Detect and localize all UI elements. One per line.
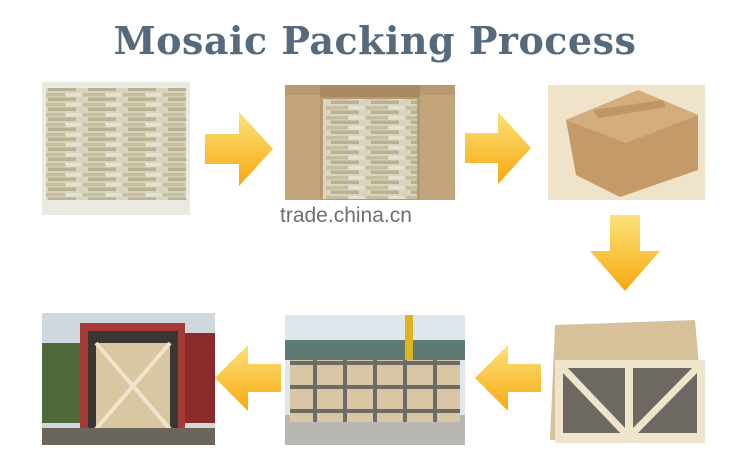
page-title: Mosaic Packing Process xyxy=(113,18,637,63)
arrow-left-icon xyxy=(475,345,541,411)
arrow-right-icon xyxy=(205,112,273,186)
photo-wooden-crate xyxy=(545,315,710,448)
photo-mosaic-in-carton xyxy=(285,85,455,200)
arrow-right-icon xyxy=(465,112,531,184)
watermark: trade.china.cn xyxy=(280,204,412,227)
photo-crates-yard xyxy=(285,315,465,445)
photo-sealed-carton xyxy=(548,85,705,200)
arrow-left-icon xyxy=(215,345,281,411)
arrow-down-icon xyxy=(590,215,660,291)
photo-container-loading xyxy=(42,313,215,445)
photo-mosaic-sheet xyxy=(42,82,190,215)
